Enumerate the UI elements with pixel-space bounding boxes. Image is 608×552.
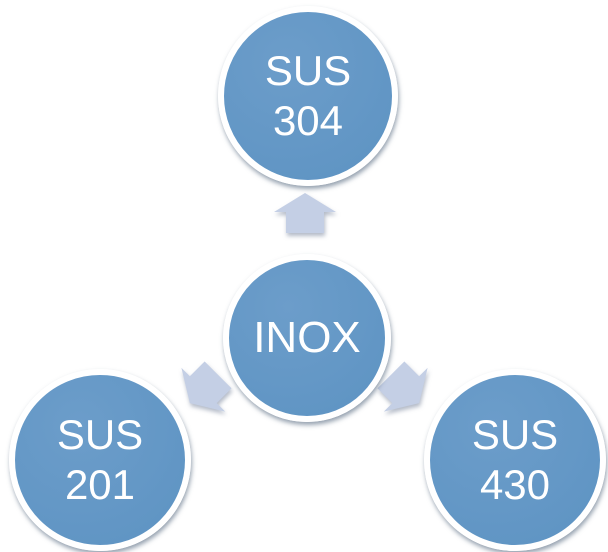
node-sus-430: SUS 430 [424, 369, 606, 551]
down-left-arrow-icon [173, 361, 235, 412]
node-label-line: SUS [56, 411, 144, 458]
node-label-line: 430 [479, 461, 551, 508]
node-label: INOX [253, 313, 361, 363]
node-inox-center: INOX [223, 254, 391, 422]
node-label-line: INOX [253, 313, 361, 362]
node-label-line: 304 [272, 97, 344, 144]
node-label: SUS 304 [265, 46, 351, 146]
node-sus-201: SUS 201 [9, 369, 191, 551]
node-label-line: SUS [471, 411, 559, 458]
node-label-line: 201 [64, 461, 136, 508]
node-label-line: SUS [264, 47, 352, 94]
node-label: SUS 430 [472, 410, 558, 510]
node-sus-304: SUS 304 [218, 6, 398, 186]
up-arrow-icon [274, 193, 336, 233]
node-label: SUS 201 [57, 410, 143, 510]
down-right-arrow-icon [374, 361, 436, 412]
